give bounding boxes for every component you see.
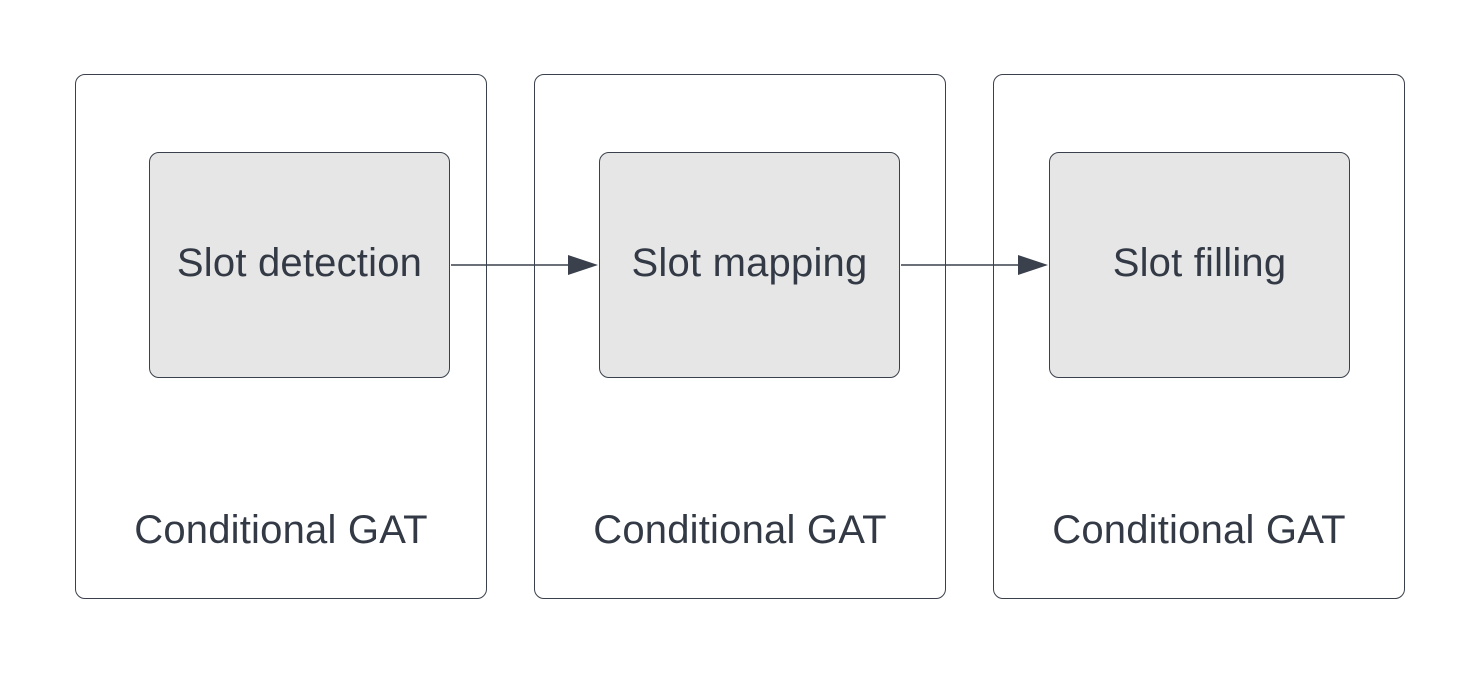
slot-filling-label: Slot filling: [1112, 240, 1287, 285]
slot-detection-label: Slot detection: [176, 240, 423, 285]
slot-filling-node: Slot filling: [1049, 152, 1350, 378]
slot-mapping-label: Slot mapping: [631, 240, 868, 285]
container-caption-1: Conditional GAT: [134, 508, 428, 552]
slot-detection-node: Slot detection: [149, 152, 450, 378]
container-caption-2: Conditional GAT: [593, 508, 887, 552]
container-caption-3: Conditional GAT: [1052, 508, 1346, 552]
slot-mapping-node: Slot mapping: [599, 152, 900, 378]
